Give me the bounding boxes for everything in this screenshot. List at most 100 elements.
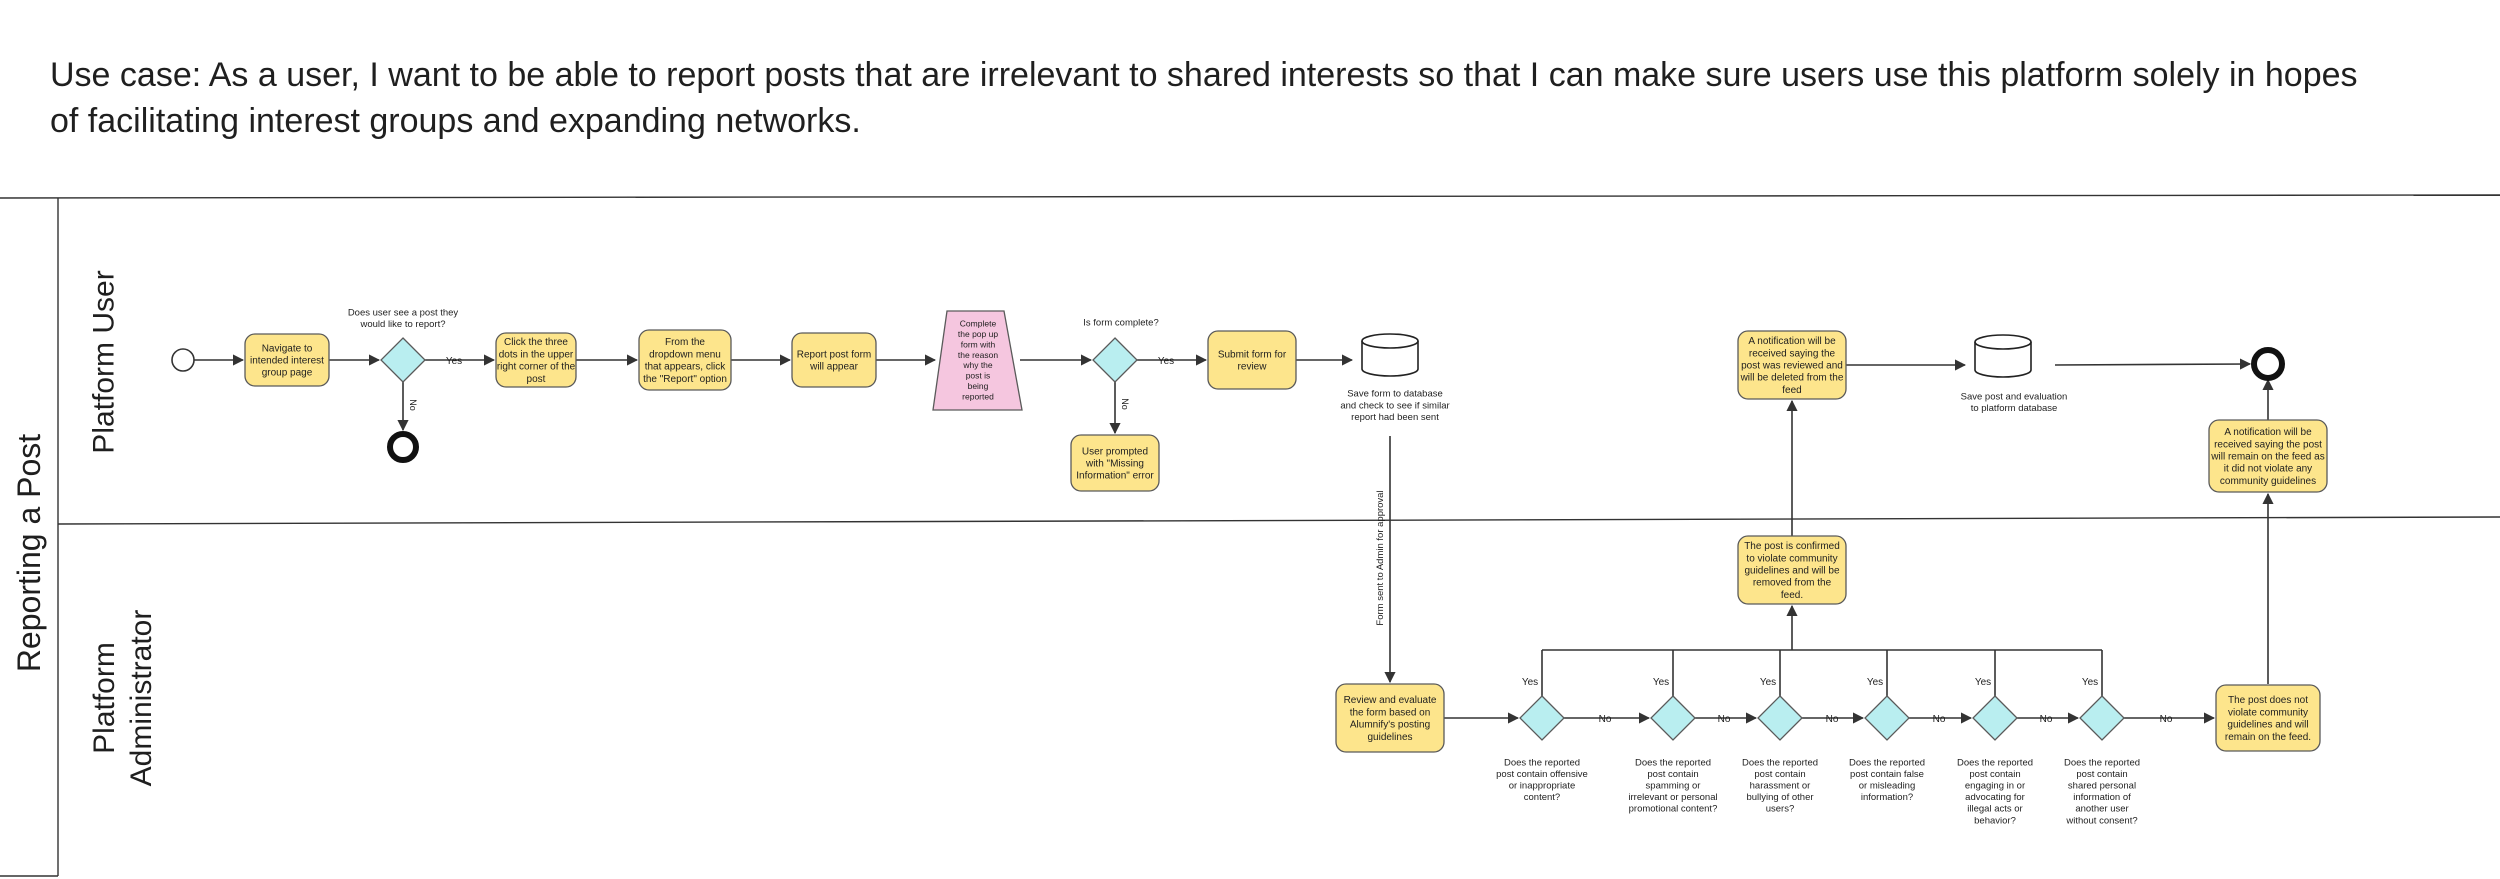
task-confirmed [1737,535,1847,605]
task-label-confirmed-line: removed from the [1753,578,1832,589]
edge-label-no: No [2040,714,2053,725]
question-form-complete-line: Is form complete? [1083,317,1159,328]
question-spam-line: Does the reported [1635,757,1711,768]
task-label-click_dots-line: dots in the upper [499,349,574,360]
task-label-complete_form-line: post is [966,371,991,381]
pool-top-border [0,194,2500,199]
task-label-navigate-line: Navigate to [262,343,313,354]
datastore-label-save-eval-line: Save post and evaluation [1961,392,2068,403]
question-personal_info-line: Does the reported [2064,757,2140,768]
lane-title-user-line: Platform User [88,270,121,453]
start-event [171,348,195,372]
task-label-confirmed-line: feed. [1781,590,1803,601]
edge-label-no: No [408,399,418,411]
edge-label-yes: Yes [1867,677,1883,688]
task-label-review-line: Review and evaluate [1344,695,1437,706]
task-label-notify_deleted-line: post was reviewed and [1741,361,1843,372]
question-false_info-line: Does the reported [1849,757,1925,768]
question-personal_info-line: information of [2073,792,2131,803]
gateway-spam [1650,695,1696,741]
task-label-notify_remain-line: it did not violate any [2224,464,2312,475]
task-label-not_violate-line: The post does not [2228,695,2308,706]
task-label-complete_form-line: reported [962,391,994,401]
gateway-sees-post [380,337,426,383]
task-label-notify_deleted-line: A notification will be [1748,336,1836,347]
task-label-confirmed-line: guidelines and will be [1744,566,1840,577]
task-label-not_violate-line: remain on the feed. [2225,732,2311,743]
datastore-save-eval-body [1974,342,2032,378]
question-harassment-line: bullying of other [1746,792,1813,803]
task-label-complete_form-line: form with [961,339,996,349]
task-label-confirmed-line: The post is confirmed [1744,541,1840,552]
task-label-report_form-line: Report post form [797,349,871,360]
task-missing_info [1070,434,1160,492]
gateway-offensive [1519,695,1565,741]
task-submit [1207,330,1297,390]
question-spam-line: spamming or [1646,781,1701,792]
task-label-notify_deleted-line: feed [1782,385,1801,396]
edge-label-yes: Yes [1975,677,1991,688]
task-label-notify_remain-line: will remain on the feed as [2210,452,2324,463]
question-spam-line: post contain [1647,769,1698,780]
datastore-save-eval [1974,334,2032,378]
task-notify_deleted [1737,330,1847,400]
task-label-navigate-line: group page [262,368,313,379]
edge-label-no: No [1933,714,1946,725]
task-label-complete_form-line: the reason [958,350,998,360]
datastore-save-form-body [1361,341,1419,377]
edge-label-no: No [1599,714,1612,725]
question-sees-post-line: Does user see a post they [348,308,459,319]
task-not_violate [2215,684,2321,752]
task-review [1335,683,1445,753]
task-label-notify_remain-line: community guidelines [2220,476,2316,487]
task-label-dropdown-line: From the [665,337,705,348]
datastore-label-save-form-line: Save form to database [1347,389,1443,400]
task-label-navigate-line: intended interest [250,356,324,367]
task-label-review-line: the form based on [1350,707,1431,718]
edge-label-yes: Yes [1653,677,1669,688]
datastore-label-save-form-line: report had been sent [1351,412,1439,423]
question-offensive-line: post contain offensive [1496,769,1588,780]
edge-label-no: No [1826,714,1839,725]
question-personal_info-line: shared personal [2068,781,2136,792]
task-label-missing_info-line: Information" error [1076,471,1154,482]
task-label-click_dots-line: right corner of the [497,362,576,373]
datastore-save-eval-top [1974,334,2032,350]
question-illegal-line: advocating for [1965,792,2025,803]
task-label-dropdown-line: dropdown menu [649,349,721,360]
gateway-form-complete [1092,337,1138,383]
edge-label-yes: Yes [1158,356,1174,367]
task-label-notify_remain-line: A notification will be [2224,427,2312,438]
task-label-submit-line: review [1238,362,1268,373]
pool-frame [0,194,2500,877]
flow-save-end [2054,358,2252,370]
gateway-false_info [1864,695,1910,741]
task-label-complete_form-line: Complete [960,319,997,329]
task-label-notify_remain-line: received saying the post [2214,439,2322,450]
datastore-label-save-eval-line: to platform database [1971,403,2058,414]
question-personal_info-line: post contain [2076,769,2127,780]
question-illegal-line: Does the reported [1957,757,2033,768]
edge-label-yes: Yes [2082,677,2098,688]
task-label-review-line: Alumnify's posting [1350,720,1430,731]
question-spam-line: promotional content? [1629,804,1718,815]
task-label-missing_info-line: User prompted [1082,446,1148,457]
gateway-harassment [1757,695,1803,741]
question-harassment-line: users? [1766,804,1795,815]
question-personal_info-line: another user [2075,804,2128,815]
datastore-save-form-top [1361,333,1419,349]
task-label-not_violate-line: violate community [2228,707,2308,718]
